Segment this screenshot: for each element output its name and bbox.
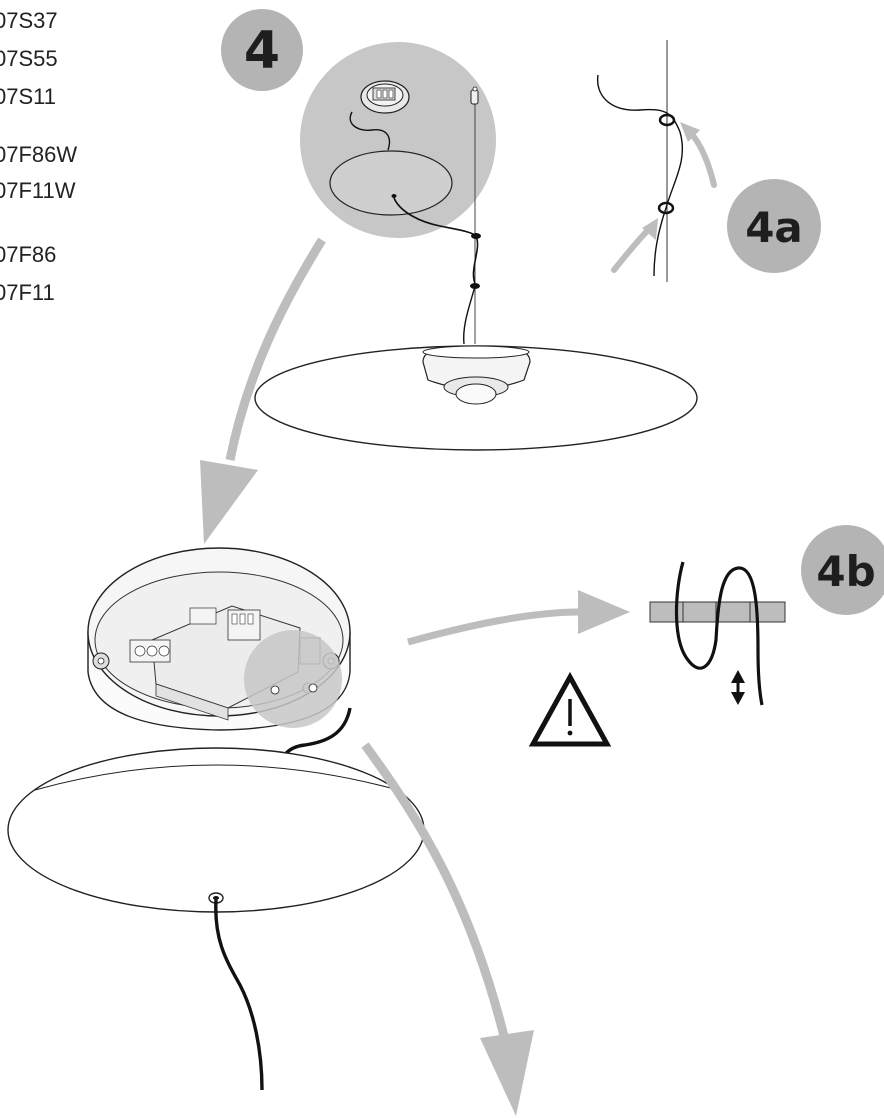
model-code: 07S37	[0, 8, 58, 33]
model-code-list: 07S37 07S55 07S11 07F86W 07F11W 07F86 07…	[0, 8, 77, 305]
step-label: 4a	[745, 203, 803, 252]
pointer-arrow-to-canopy	[200, 237, 326, 544]
model-code: 07F86W	[0, 142, 77, 167]
warning-triangle-icon	[528, 671, 612, 747]
model-code: 07S11	[0, 84, 56, 109]
step-badge-4: 4	[221, 9, 303, 91]
cable-guide-detail	[649, 561, 786, 706]
canopy-detail-circle	[300, 42, 496, 345]
canopy-cover-plate	[7, 747, 425, 1091]
double-arrow-vertical-icon	[731, 670, 745, 705]
step-badge-4a: 4a	[727, 179, 821, 273]
pendant-shade	[254, 345, 698, 451]
cable-clip-detail	[596, 40, 717, 282]
step-label: 4	[244, 21, 280, 81]
model-code: 07F86	[0, 242, 56, 267]
model-code: 07F11W	[0, 178, 76, 203]
model-code: 07S55	[0, 46, 58, 71]
canopy-housing	[87, 547, 352, 758]
step-badge-4b: 4b	[801, 525, 884, 615]
model-code: 07F11	[0, 280, 55, 305]
pointer-arrow-to-4b	[407, 590, 630, 646]
pointer-arrow-down	[361, 742, 534, 1116]
step-label: 4b	[816, 547, 875, 596]
